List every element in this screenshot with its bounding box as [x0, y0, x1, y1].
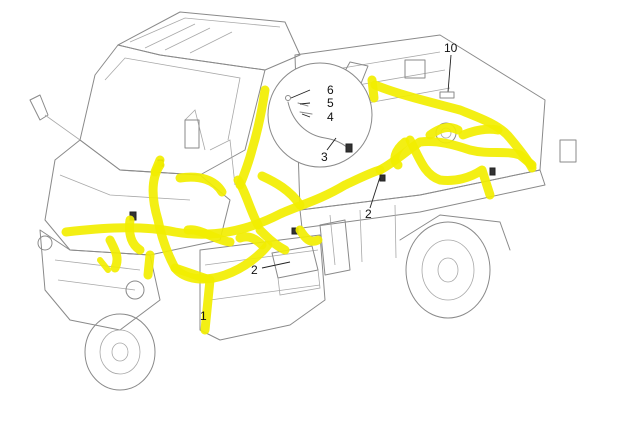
inset-nut — [285, 95, 291, 101]
inset-terminal — [345, 143, 353, 153]
callout-2-bed: 2 — [365, 207, 372, 221]
callout-6: 6 — [327, 83, 334, 97]
callout-1: 1 — [200, 309, 207, 323]
callout-leaders — [261, 54, 455, 269]
vehicle-line-art — [29, 11, 577, 391]
callout-10: 10 — [444, 41, 458, 55]
detail-inset — [267, 62, 373, 168]
inset-circle — [267, 62, 373, 168]
callout-2-battery: 2 — [251, 263, 258, 277]
callout-3: 3 — [321, 150, 328, 164]
callout-labels: 1 2 2 3 4 5 6 10 — [200, 41, 458, 323]
callout-5: 5 — [327, 96, 334, 110]
wiring-harness-highlight — [61, 75, 537, 335]
callout-4: 4 — [327, 110, 334, 124]
